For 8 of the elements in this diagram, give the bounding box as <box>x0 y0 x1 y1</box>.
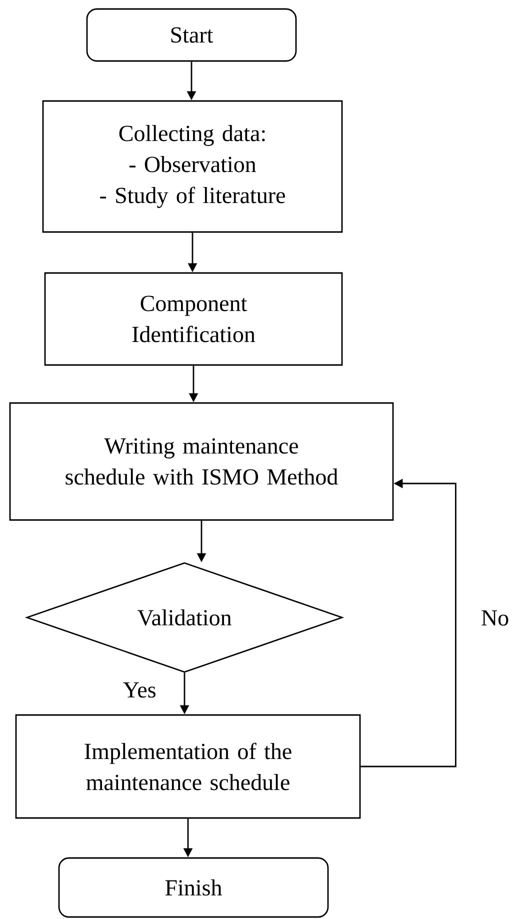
terminal-box: Start <box>86 8 297 62</box>
process-box: Component Identification <box>44 272 343 366</box>
process-box: Implementation of the maintenance schedule <box>15 714 361 819</box>
edge-label: No <box>480 609 510 627</box>
terminal-box: Finish <box>58 857 329 918</box>
process-box: Writing maintenance schedule with ISMO Method <box>9 402 394 521</box>
process-box: Collecting data: - Observation - Study of literature <box>42 100 343 233</box>
edge-label: Yes <box>122 681 158 699</box>
